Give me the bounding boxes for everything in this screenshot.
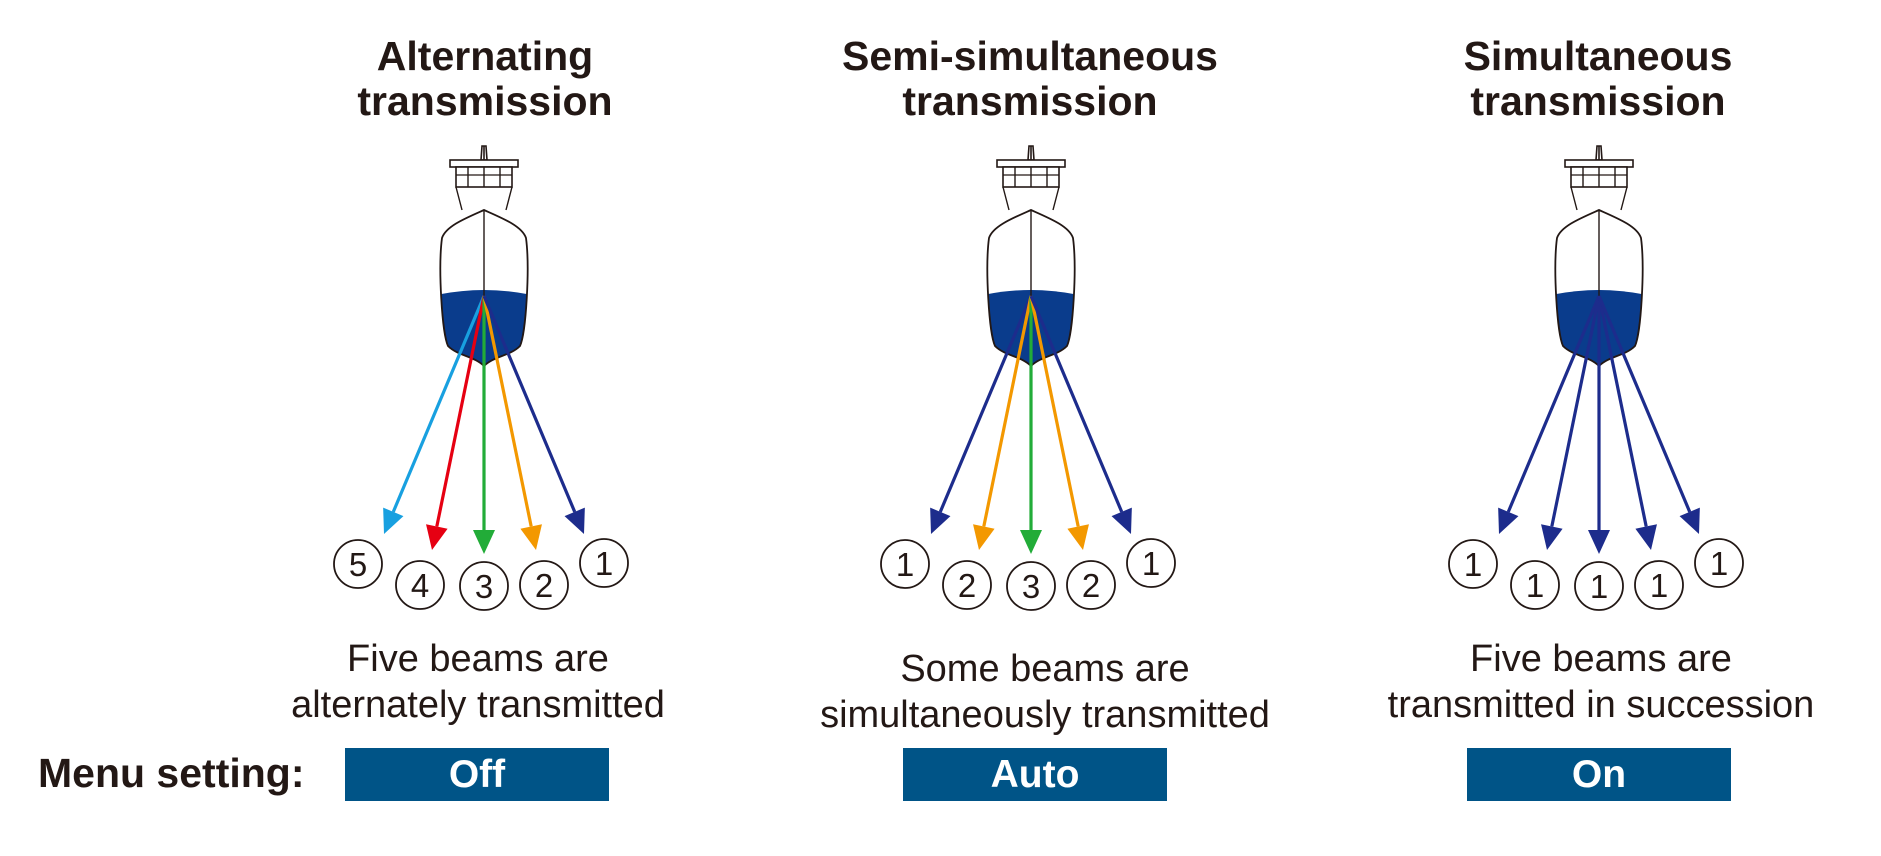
beam-arrow-line xyxy=(1029,295,1124,513)
description-line-1: Five beams are xyxy=(1470,638,1732,680)
title-line-2: transmission xyxy=(1470,78,1726,124)
beam-arrow-head xyxy=(520,524,542,550)
beam-order-labels: 5 4 3 2 1 1 2 3 2 1 1 1 1 1 1 xyxy=(333,538,1744,611)
beam-arrow-line xyxy=(938,295,1033,513)
panel-title-simultaneous: Simultaneous transmission xyxy=(1338,34,1858,124)
beam-arrow-head xyxy=(564,507,585,534)
beam-arrow-head xyxy=(973,524,995,550)
beam-arrow-head xyxy=(930,507,951,534)
beam-order-number: 5 xyxy=(349,546,367,583)
description-line-2: alternately transmitted xyxy=(291,684,665,726)
title-line-1: Semi-simultaneous xyxy=(842,33,1218,79)
beam-arrow-line xyxy=(1597,295,1648,527)
setting-off: Off xyxy=(345,748,609,801)
beam-order-number: 3 xyxy=(1022,568,1040,605)
beam-order-number: 2 xyxy=(1082,567,1100,604)
beam-order-number: 1 xyxy=(1526,567,1544,604)
beam-order-number: 1 xyxy=(1464,546,1482,583)
beam-arrow-head xyxy=(1541,524,1563,550)
panel-description-alternating: Five beams are alternately transmitted xyxy=(198,636,758,728)
title-line-1: Simultaneous xyxy=(1463,33,1733,79)
description-line-2: simultaneously transmitted xyxy=(820,694,1270,736)
title-line-2: transmission xyxy=(357,78,613,124)
panel-title-alternating: Alternating transmission xyxy=(225,34,745,124)
beam-order-number: 1 xyxy=(1590,568,1608,605)
beam-order-number: 1 xyxy=(1142,545,1160,582)
beam-order-circle xyxy=(1006,561,1056,611)
beam-order-circle xyxy=(395,560,445,610)
setting-on: On xyxy=(1467,748,1731,801)
beam-order-number: 2 xyxy=(535,567,553,604)
panel-title-semi-simultaneous: Semi-simultaneous transmission xyxy=(770,34,1290,124)
beam-arrow-head xyxy=(426,524,448,550)
title-line-2: transmission xyxy=(902,78,1158,124)
beam-arrow-line xyxy=(1550,295,1601,527)
description-line-2: transmitted in succession xyxy=(1387,684,1815,726)
beam-arrow-line xyxy=(1506,295,1601,513)
beam-arrow-line xyxy=(1597,295,1692,513)
beam-order-circle xyxy=(1694,538,1744,588)
setting-auto: Auto xyxy=(903,748,1167,801)
beam-order-circle xyxy=(1126,538,1176,588)
beam-arrow-head xyxy=(1111,507,1132,534)
beam-order-circle xyxy=(459,561,509,611)
panel-description-simultaneous: Five beams are transmitted in succession xyxy=(1321,636,1881,728)
beam-order-number: 2 xyxy=(958,567,976,604)
beam-arrow-line xyxy=(435,295,486,527)
description-line-1: Some beams are xyxy=(900,648,1190,690)
beam-arrow-line xyxy=(982,295,1033,527)
beam-order-circle xyxy=(1574,561,1624,611)
beam-arrow-head xyxy=(1588,530,1610,554)
beam-order-circle xyxy=(880,539,930,589)
menu-setting-label: Menu setting: xyxy=(38,750,305,796)
beam-order-circle xyxy=(579,538,629,588)
beam-order-circle xyxy=(942,560,992,610)
beam-order-circle xyxy=(1066,560,1116,610)
beam-arrow-line xyxy=(391,295,486,513)
beam-order-number: 1 xyxy=(1710,545,1728,582)
beam-arrow-head xyxy=(473,530,495,554)
beam-arrow-head xyxy=(383,507,404,534)
beam-arrow-head xyxy=(1020,530,1042,554)
beam-arrow-head xyxy=(1635,524,1657,550)
beam-order-circle xyxy=(1510,560,1560,610)
beam-order-number: 4 xyxy=(411,567,429,604)
beam-order-number: 1 xyxy=(1650,567,1668,604)
beam-order-circle xyxy=(333,539,383,589)
beam-order-circle xyxy=(519,560,569,610)
beam-arrow-head xyxy=(1067,524,1089,550)
beam-arrows xyxy=(383,295,1700,554)
beam-arrow-line xyxy=(1029,295,1080,527)
beam-arrow-head xyxy=(1679,507,1700,534)
panel-description-semi-simultaneous: Some beams are simultaneously transmitte… xyxy=(765,646,1325,738)
beam-order-number: 3 xyxy=(475,568,493,605)
beam-arrow-line xyxy=(482,295,577,513)
beam-order-circle xyxy=(1634,560,1684,610)
beam-arrow-head xyxy=(1498,507,1519,534)
description-line-1: Five beams are xyxy=(347,638,609,680)
beam-order-circle xyxy=(1448,539,1498,589)
title-line-1: Alternating xyxy=(376,33,594,79)
beam-order-number: 1 xyxy=(896,546,914,583)
beam-arrow-line xyxy=(482,295,533,527)
beam-order-number: 1 xyxy=(595,545,613,582)
